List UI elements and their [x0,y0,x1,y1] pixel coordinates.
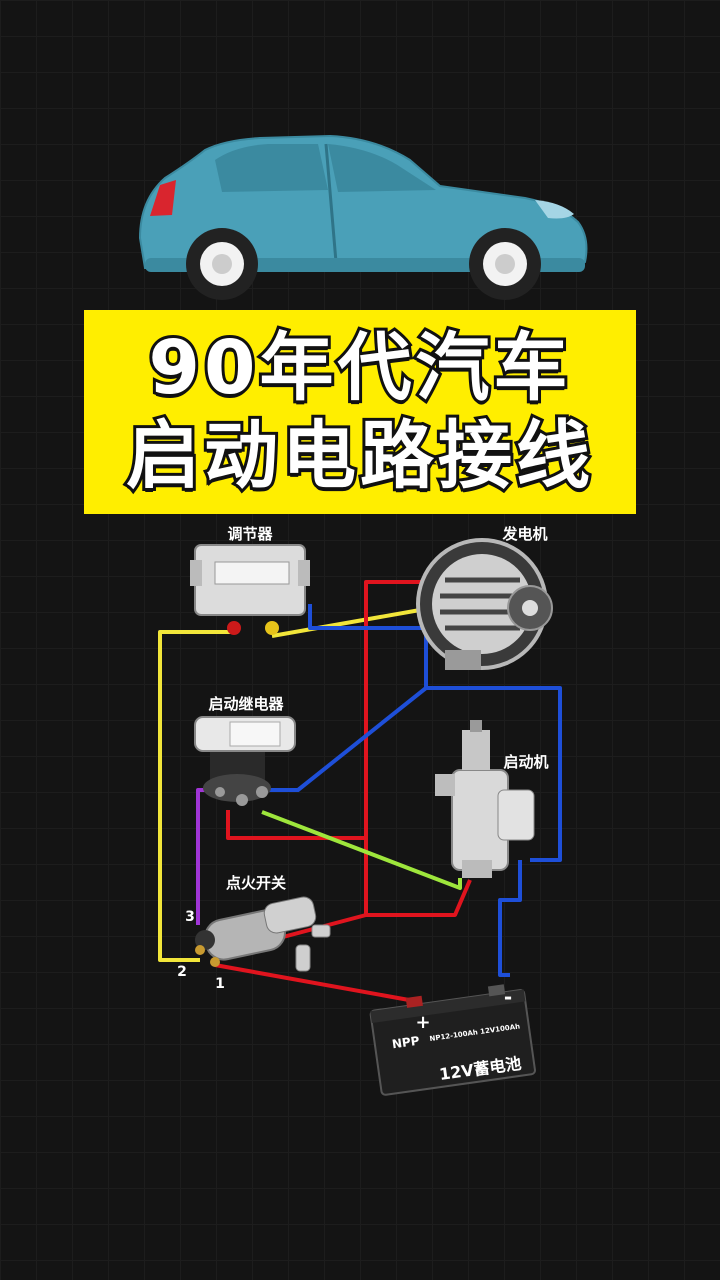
battery-brand: NPP [391,1034,421,1052]
starter-relay-component [194,716,296,806]
regulator-component [190,544,310,635]
switch-terminal-1: 1 [215,976,225,992]
generator-label: 发电机 [501,525,547,543]
title-line-1: 90年代汽车 [146,322,572,414]
starter-relay-label: 启动继电器 [208,695,284,713]
car-illustration [138,134,588,300]
wire-green-relay-starter [261,810,462,890]
battery-component: NPP NP12-100Ah 12V100Ah 12V蓄电池 [369,984,536,1096]
title-banner: 90年代汽车 启动电路接线 [84,310,636,514]
car-icon [138,134,588,300]
ignition-switch-label: 点火开关 [226,874,286,892]
wire-red-switch-battery [214,963,421,1004]
starter-component [435,720,535,878]
wire-blue-relay [268,686,428,792]
ignition-switch-component [195,896,331,972]
wire-blue-starter-battery [498,860,522,977]
wire-red-relay [226,810,366,840]
wire-yellow-regulator-switch [158,630,232,962]
switch-terminal-3: 3 [185,909,195,925]
switch-terminal-2: 2 [177,964,187,980]
battery-minus: - [504,985,512,1009]
wire-purple-relay-switch [196,788,220,925]
title-line-2: 启动电路接线 [123,410,594,502]
wire-yellow-regulator-generator [271,608,421,638]
battery-plus: + [415,1012,430,1033]
starter-label: 启动机 [503,753,548,771]
regulator-label: 调节器 [227,525,273,543]
generator-component [416,538,553,670]
